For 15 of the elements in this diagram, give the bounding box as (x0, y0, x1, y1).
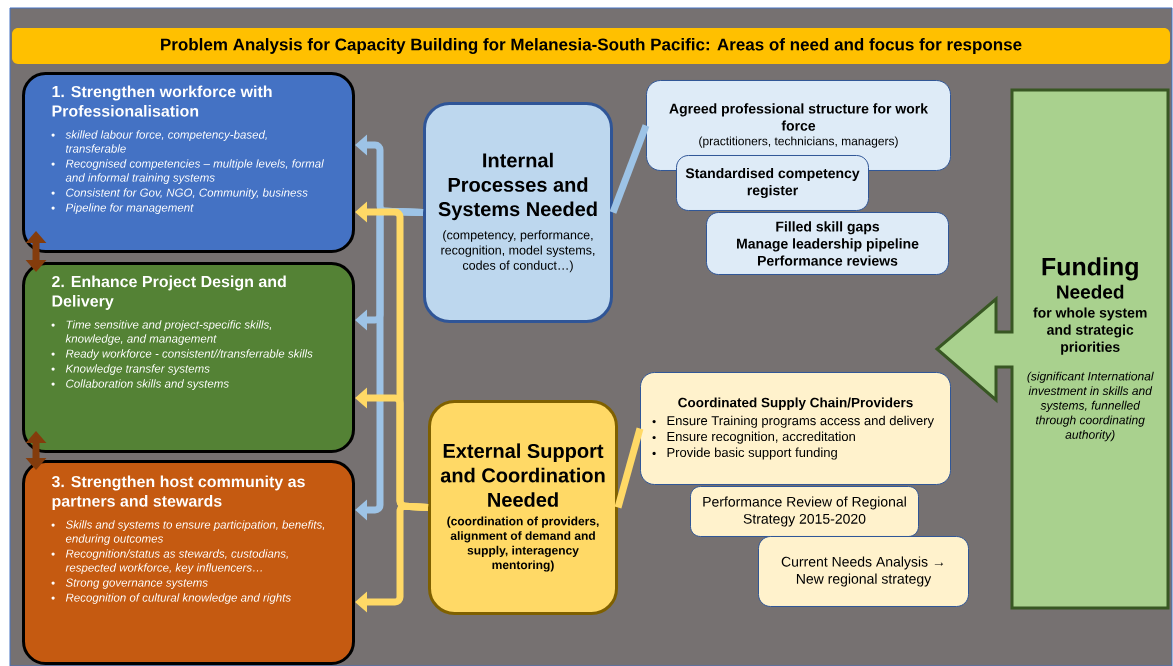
supply-chain-box: Coordinated Supply Chain/Providers Ensure Training programs access and delivery Ensure recognition, accreditation Provide basic support funding (640, 372, 951, 485)
register-box: Standardised competency register (676, 155, 869, 211)
arrow (25, 431, 47, 470)
project-design-box: 2. Enhance Project Design and Delivery Time sensitive and project-specific skills, knowledge, and management Ready workforce - consistent//transferrable skills Knowledge transfer systems Collaboration skills and systems (22, 262, 355, 453)
external-support-box: External Support and Coordination Needed (coordination of providers, alignment of demand and supply, interagency mentoring) (428, 400, 618, 615)
arrow (25, 231, 47, 272)
title-banner: Problem Analysis for Capacity Building for Melanesia-South Pacific: Areas of need and focus for response (12, 28, 1170, 64)
arrow (355, 502, 429, 613)
strategy-box: Current Needs Analysis → New regional strategy (758, 536, 969, 607)
connector-line (609, 124, 650, 214)
outcomes-box: Filled skill gaps Manage leadership pipeline Performance reviews (706, 212, 949, 275)
internal-processes-box: Internal Processes and Systems Needed (competency, performance, recognition, model systems, codes of conduct…) (423, 102, 613, 323)
workforce-box: 1. Strengthen workforce with Professionalisation skilled labour force, competency-based, transferable Recognised competencies – multiple levels, formal and informal training systems Consistent for Gov, NGO, Community, business Pipeline for management (22, 72, 355, 253)
review-box: Performance Review of Regional Strategy 2015-2020 (690, 486, 919, 537)
community-box: 3. Strengthen host community as partners and stewards Skills and systems to ensure participation, benefits, enduring outcomes Recognition/status as stewards, custodians, respected workforce, key influencers… Strong governance systems Recognition of cultural knowledge and rights (22, 460, 355, 665)
